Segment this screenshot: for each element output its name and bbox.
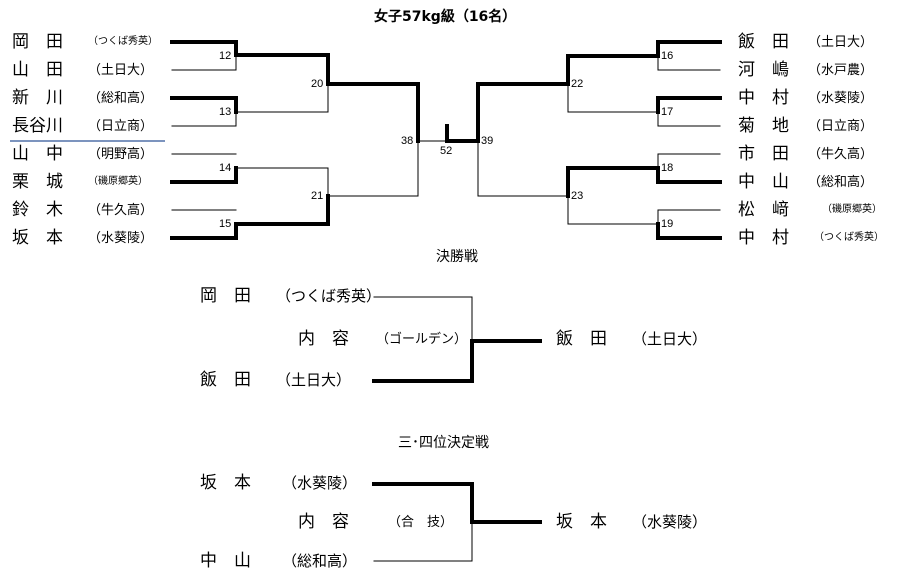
player-name: 菊 地 bbox=[738, 116, 789, 136]
match-number: 18 bbox=[661, 162, 674, 174]
player-name: 栗 城 bbox=[12, 172, 63, 192]
player-school: （総和高） bbox=[88, 91, 154, 106]
player-name: 飯 田 bbox=[738, 32, 789, 52]
player-school: （水戸農） bbox=[808, 63, 874, 78]
player-school: （土日大） bbox=[808, 35, 874, 50]
final-winner-school: （土日大） bbox=[632, 330, 708, 348]
player-school: （牛久高） bbox=[88, 203, 154, 218]
page-title: 女子57kg級（16名） bbox=[374, 9, 517, 25]
final-winner-name: 飯 田 bbox=[556, 329, 607, 349]
player-school: （土日大） bbox=[88, 63, 154, 78]
player-school: （つくば秀英） bbox=[814, 232, 884, 243]
player-name: 山 中 bbox=[12, 144, 63, 164]
match-number: 20 bbox=[311, 78, 324, 90]
third-bottom-name: 中 山 bbox=[200, 551, 251, 571]
third-winner-name: 坂 本 bbox=[556, 512, 607, 532]
player-school: （水葵陵） bbox=[88, 231, 154, 246]
third-top-name: 坂 本 bbox=[200, 473, 251, 493]
player-name: 中 村 bbox=[738, 88, 789, 108]
player-name: 中 山 bbox=[738, 172, 789, 192]
player-name: 山 田 bbox=[12, 60, 63, 80]
final-bottom-school: （土日大） bbox=[276, 371, 352, 389]
third-bottom-school: （総和高） bbox=[282, 552, 358, 570]
third-content-value: （合 技） bbox=[388, 515, 454, 530]
player-name: 新 川 bbox=[12, 88, 63, 108]
player-school: （日立商） bbox=[88, 119, 154, 134]
player-name: 松 﨑 bbox=[738, 200, 789, 220]
match-number: 23 bbox=[571, 190, 584, 202]
final-top-school: （つくば秀英） bbox=[276, 287, 382, 305]
final-bottom-name: 飯 田 bbox=[200, 370, 251, 390]
match-number: 22 bbox=[571, 78, 584, 90]
final-content-label: 内 容 bbox=[298, 329, 349, 349]
final-content-value: （ゴールデン） bbox=[376, 332, 468, 347]
match-number: 13 bbox=[219, 106, 232, 118]
player-school: （牛久高） bbox=[808, 147, 874, 162]
third-heading: 三･四位決定戦 bbox=[398, 435, 489, 451]
player-name: 長谷川 bbox=[12, 116, 63, 136]
third-content-label: 内 容 bbox=[298, 512, 349, 532]
match-number: 17 bbox=[661, 106, 674, 118]
player-school: （総和高） bbox=[808, 175, 874, 190]
match-number: 38 bbox=[401, 135, 414, 147]
player-name: 河 嶋 bbox=[738, 60, 789, 80]
player-name: 坂 本 bbox=[12, 228, 63, 248]
match-number: 52 bbox=[440, 145, 453, 157]
third-winner-school: （水葵陵） bbox=[632, 513, 708, 531]
match-number: 21 bbox=[311, 190, 324, 202]
player-school: （つくば秀英） bbox=[88, 36, 158, 47]
match-number: 12 bbox=[219, 50, 232, 62]
match-number: 15 bbox=[219, 218, 232, 230]
match-number: 16 bbox=[661, 50, 674, 62]
match-number: 14 bbox=[219, 162, 232, 174]
player-name: 市 田 bbox=[738, 144, 789, 164]
match-number: 19 bbox=[661, 218, 674, 230]
third-top-school: （水葵陵） bbox=[282, 474, 358, 492]
final-heading: 決勝戦 bbox=[436, 249, 478, 265]
match-number: 39 bbox=[481, 135, 494, 147]
player-name: 鈴 木 bbox=[12, 200, 63, 220]
player-school: （明野高） bbox=[88, 147, 154, 162]
player-school: （磯原郷英） bbox=[88, 176, 148, 187]
player-school: （水葵陵） bbox=[808, 91, 874, 106]
player-name: 中 村 bbox=[738, 228, 789, 248]
player-school: （磯原郷英） bbox=[822, 204, 882, 215]
player-name: 岡 田 bbox=[12, 32, 63, 52]
final-top-name: 岡 田 bbox=[200, 286, 251, 306]
player-school: （日立商） bbox=[808, 119, 874, 134]
